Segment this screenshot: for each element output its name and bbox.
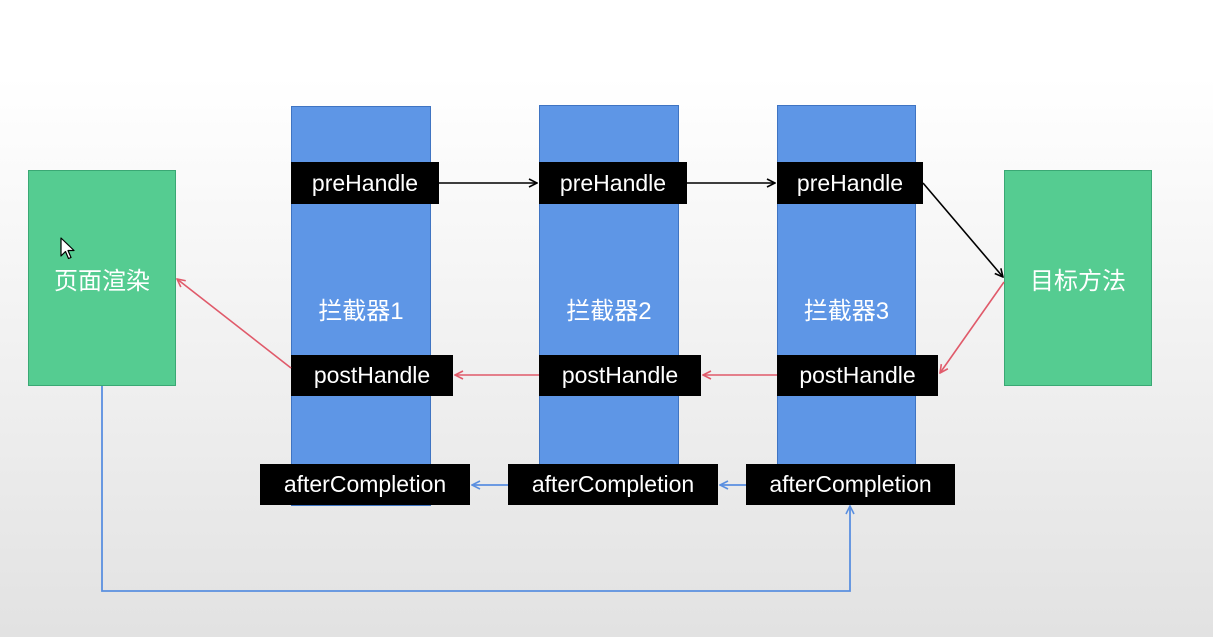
aftercompletion-1-label: afterCompletion [260,464,470,505]
target-method-box: 目标方法 [1004,170,1152,386]
arrow-post-1-to-render [177,279,292,369]
interceptor-3-label: 拦截器3 [803,298,890,325]
target-method-label: 目标方法 [1030,267,1126,295]
page-render-box: 页面渲染 [28,170,176,386]
interceptor-2-label: 拦截器2 [566,298,652,325]
posthandle-2-label: postHandle [539,355,701,396]
arrow-target-to-post-3 [940,281,1005,373]
arrow-pre-3-to-target [922,182,1003,277]
prehandle-1-label: preHandle [291,162,439,204]
page-render-label: 页面渲染 [54,267,150,295]
posthandle-3-label: postHandle [777,355,938,396]
aftercompletion-3-label: afterCompletion [746,464,955,505]
arrow-render-to-after-3 [101,386,850,592]
interceptor-1-label: 拦截器1 [318,298,404,325]
prehandle-3-label: preHandle [777,162,923,204]
aftercompletion-2-label: afterCompletion [508,464,718,505]
mouse-pointer-icon [60,237,75,260]
prehandle-2-label: preHandle [539,162,687,204]
posthandle-1-label: postHandle [291,355,453,396]
